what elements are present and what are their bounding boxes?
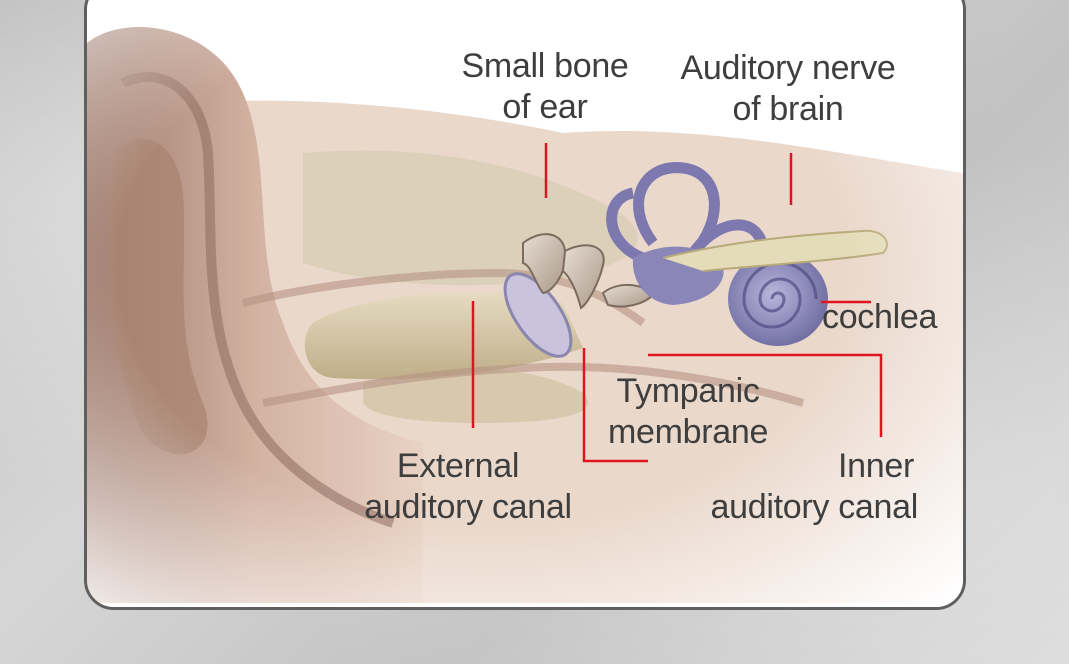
label-auditory-nerve-line2: of brain [668,89,908,130]
label-external-canal-line1: External [340,446,596,487]
label-external-canal-line2: auditory canal [340,487,596,528]
label-tympanic-line1: Tympanic [598,371,778,412]
label-tympanic: Tympanic membrane [598,371,778,453]
label-small-bone-line1: Small bone [455,46,635,87]
label-auditory-nerve: Auditory nerve of brain [668,48,908,130]
label-cochlea-text: cochlea [822,297,937,338]
label-inner-canal-line2: auditory canal [668,487,918,528]
label-inner-canal: Inner auditory canal [668,446,918,528]
label-cochlea: cochlea [822,297,937,338]
label-inner-canal-line1: Inner [668,446,918,487]
label-small-bone: Small bone of ear [455,46,635,128]
label-external-canal: External auditory canal [340,446,596,528]
label-auditory-nerve-line1: Auditory nerve [668,48,908,89]
label-small-bone-line2: of ear [455,87,635,128]
